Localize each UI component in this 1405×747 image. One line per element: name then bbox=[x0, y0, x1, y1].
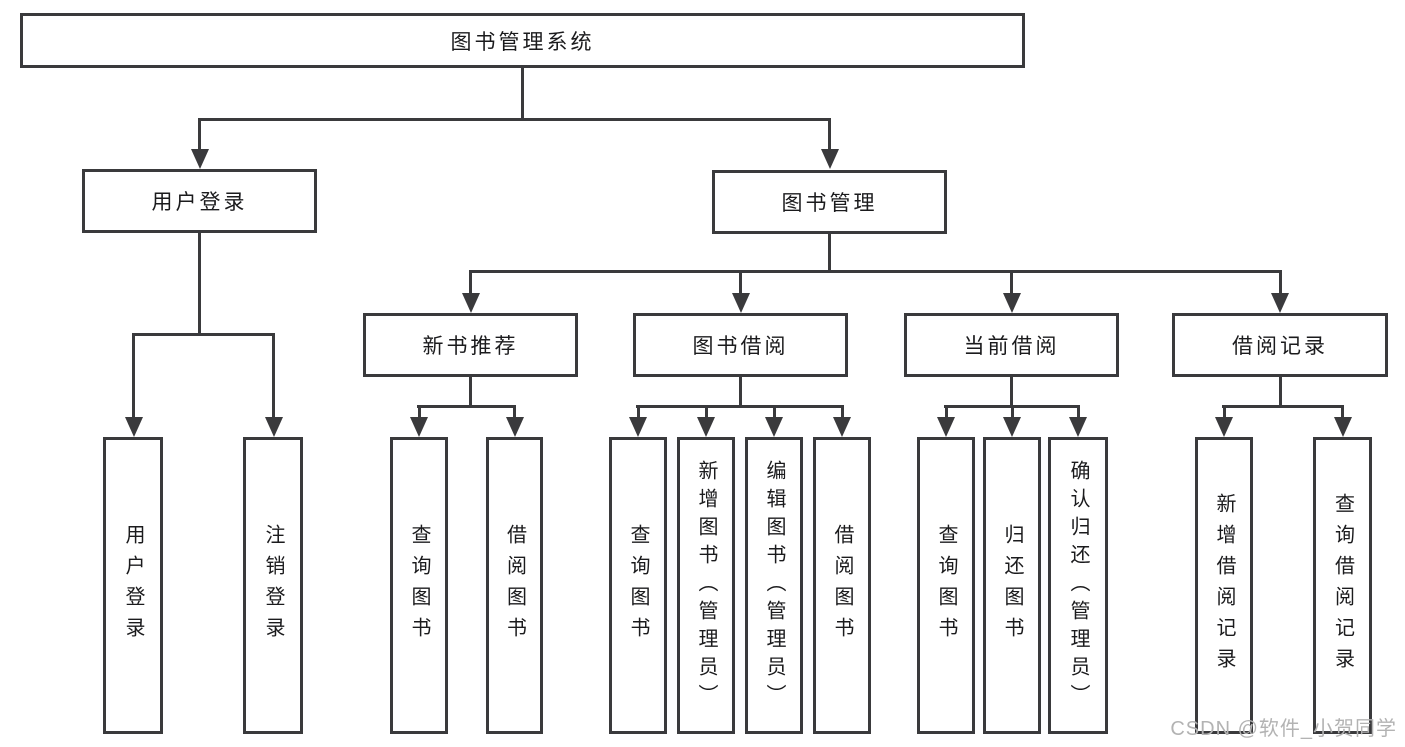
connector-current-arm2 bbox=[1011, 405, 1014, 420]
connector-bookmgmt-arm4 bbox=[1279, 270, 1282, 296]
leaf-borrow-books-recommend-label: 借阅图书 bbox=[503, 523, 526, 648]
connector-borrow-arm4 bbox=[841, 405, 844, 420]
leaf-add-books-admin-label: 新增图书（管理员） bbox=[695, 459, 717, 712]
connector-current-arm3 bbox=[1077, 405, 1080, 420]
connector-recommend-stub bbox=[469, 375, 472, 407]
arrowhead-icon bbox=[629, 417, 647, 437]
leaf-query-books-current-label: 查询图书 bbox=[935, 523, 957, 648]
connector-recommend-arm1 bbox=[418, 405, 421, 420]
leaf-borrow-books-recommend: 借阅图书 bbox=[486, 437, 543, 734]
leaf-add-borrow-record: 新增借阅记录 bbox=[1195, 437, 1253, 734]
connector-userlogin-arm2 bbox=[272, 333, 275, 420]
arrowhead-icon bbox=[697, 417, 715, 437]
connector-records-arm2 bbox=[1341, 405, 1344, 420]
arrowhead-icon bbox=[125, 417, 143, 437]
leaf-confirm-return-admin: 确认归还（管理员） bbox=[1048, 437, 1108, 734]
watermark: CSDN @软件_小贺同学 bbox=[1170, 718, 1397, 740]
leaf-query-borrow-record: 查询借阅记录 bbox=[1313, 437, 1372, 734]
leaf-edit-books-admin-label: 编辑图书（管理员） bbox=[763, 459, 785, 712]
leaf-query-books-recommend: 查询图书 bbox=[390, 437, 448, 734]
node-book-borrow: 图书借阅 bbox=[633, 313, 848, 377]
arrowhead-icon bbox=[506, 417, 524, 437]
connector-borrow-arm3 bbox=[773, 405, 776, 420]
connector-bookmgmt-arm2 bbox=[739, 270, 742, 296]
connector-borrow-arm2 bbox=[705, 405, 708, 420]
leaf-user-login-label: 用户登录 bbox=[122, 523, 144, 648]
leaf-logout: 注销登录 bbox=[243, 437, 303, 734]
node-user-login: 用户登录 bbox=[82, 169, 317, 233]
connector-recommend-arm2 bbox=[513, 405, 516, 420]
arrowhead-icon bbox=[265, 417, 283, 437]
leaf-borrow-books: 借阅图书 bbox=[813, 437, 871, 734]
leaf-edit-books-admin: 编辑图书（管理员） bbox=[745, 437, 803, 734]
connector-userlogin-arm1 bbox=[132, 333, 135, 420]
node-book-management: 图书管理 bbox=[712, 170, 947, 234]
connector-borrow-hbar bbox=[636, 405, 844, 408]
arrowhead-icon bbox=[410, 417, 428, 437]
leaf-query-books-current: 查询图书 bbox=[917, 437, 975, 734]
connector-current-arm1 bbox=[945, 405, 948, 420]
connector-bookmgmt-arm1 bbox=[469, 270, 472, 296]
arrowhead-icon bbox=[1003, 417, 1021, 437]
connector-recommend-hbar bbox=[417, 405, 516, 408]
connector-userlogin-stub bbox=[198, 231, 201, 334]
arrowhead-icon bbox=[1003, 293, 1021, 313]
arrowhead-icon bbox=[821, 149, 839, 169]
connector-current-stub bbox=[1010, 375, 1013, 407]
leaf-borrow-books-label: 借阅图书 bbox=[831, 523, 853, 648]
arrowhead-icon bbox=[937, 417, 955, 437]
arrowhead-icon bbox=[833, 417, 851, 437]
leaf-query-books-borrow-label: 查询图书 bbox=[627, 523, 649, 648]
arrowhead-icon bbox=[1215, 417, 1233, 437]
leaf-return-books-label: 归还图书 bbox=[1001, 523, 1023, 648]
node-root: 图书管理系统 bbox=[20, 13, 1025, 68]
leaf-query-books-borrow: 查询图书 bbox=[609, 437, 667, 734]
leaf-user-login: 用户登录 bbox=[103, 437, 163, 734]
connector-records-stub bbox=[1279, 375, 1282, 407]
connector-userlogin-hbar bbox=[132, 333, 275, 336]
node-borrow-records: 借阅记录 bbox=[1172, 313, 1388, 377]
leaf-confirm-return-admin-label: 确认归还（管理员） bbox=[1067, 459, 1089, 712]
connector-records-arm1 bbox=[1223, 405, 1226, 420]
connector-borrow-arm1 bbox=[637, 405, 640, 420]
connector-bookmgmt-hbar bbox=[469, 270, 1281, 273]
arrowhead-icon bbox=[732, 293, 750, 313]
node-current-borrow: 当前借阅 bbox=[904, 313, 1119, 377]
arrowhead-icon bbox=[191, 149, 209, 169]
connector-root-stub bbox=[521, 66, 524, 121]
leaf-return-books: 归还图书 bbox=[983, 437, 1041, 734]
connector-root-arm-left bbox=[198, 118, 201, 152]
leaf-query-borrow-record-label: 查询借阅记录 bbox=[1331, 492, 1354, 679]
connector-bookmgmt-arm3 bbox=[1010, 270, 1013, 296]
connector-borrow-stub bbox=[739, 375, 742, 407]
arrowhead-icon bbox=[765, 417, 783, 437]
connector-records-hbar bbox=[1222, 405, 1344, 408]
arrowhead-icon bbox=[1069, 417, 1087, 437]
connector-bookmgmt-stub bbox=[828, 232, 831, 272]
connector-root-hbar bbox=[198, 118, 831, 121]
leaf-add-borrow-record-label: 新增借阅记录 bbox=[1213, 492, 1235, 679]
arrowhead-icon bbox=[1271, 293, 1289, 313]
connector-root-arm-right bbox=[828, 118, 831, 152]
leaf-query-books-recommend-label: 查询图书 bbox=[408, 523, 430, 648]
arrowhead-icon bbox=[1334, 417, 1352, 437]
node-new-book-recommend: 新书推荐 bbox=[363, 313, 578, 377]
arrowhead-icon bbox=[462, 293, 480, 313]
leaf-logout-label: 注销登录 bbox=[262, 523, 284, 648]
leaf-add-books-admin: 新增图书（管理员） bbox=[677, 437, 735, 734]
